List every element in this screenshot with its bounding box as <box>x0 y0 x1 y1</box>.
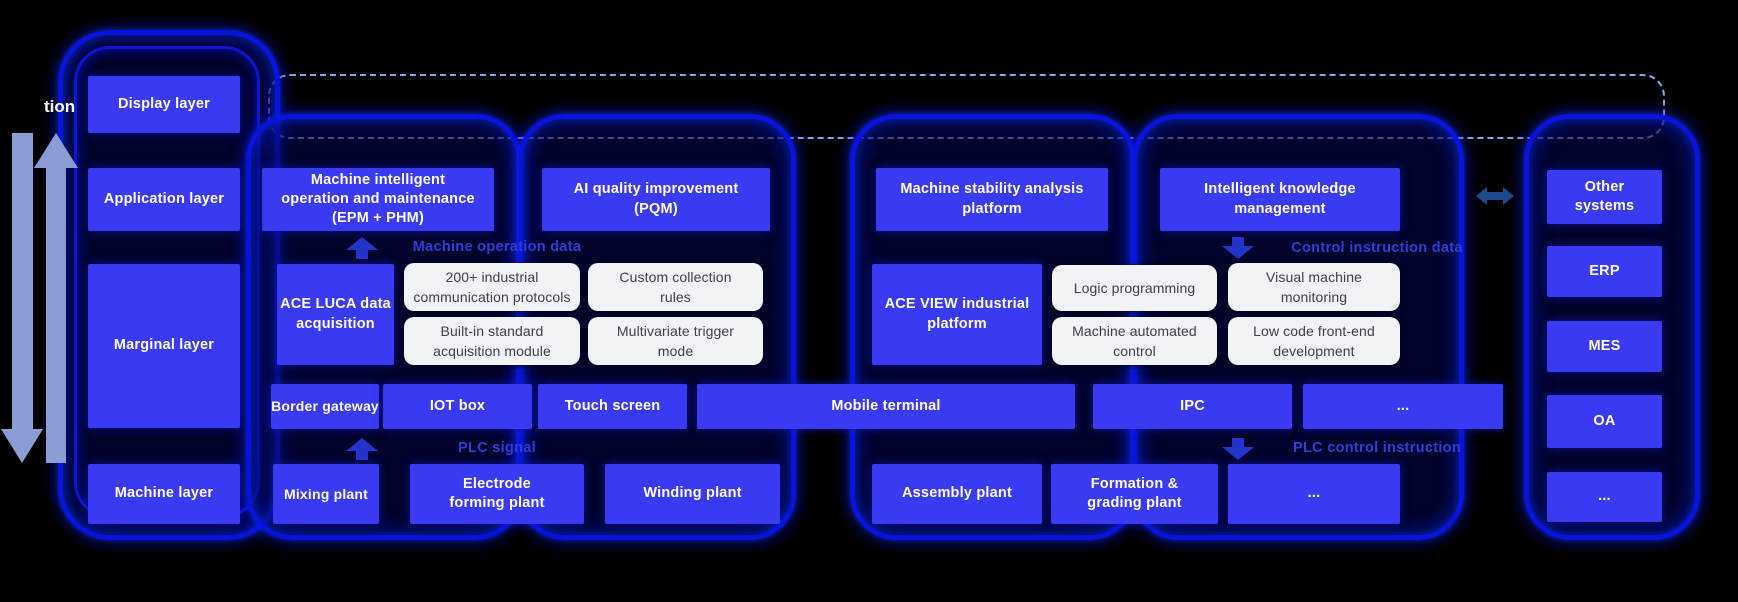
plc-signal-label: PLC signal <box>458 440 536 456</box>
device-more: ... <box>1303 384 1503 429</box>
card-visual-machine-monitoring: Visual machine monitoring <box>1228 263 1400 311</box>
card-low-code-development: Low code front-end development <box>1228 317 1400 365</box>
layer-display: Display layer <box>88 76 240 133</box>
device-border-gateway: Border gateway <box>271 384 379 429</box>
external-other-systems: Other systems <box>1547 170 1662 224</box>
layer-application: Application layer <box>88 168 240 231</box>
external-more: ... <box>1547 472 1662 522</box>
up-arrow-icon <box>34 133 78 463</box>
machine-mixing-plant: Mixing plant <box>273 464 379 524</box>
device-touch-screen: Touch screen <box>538 384 687 429</box>
layer-machine: Machine layer <box>88 464 240 524</box>
bidirectional-arrow-icon <box>1476 185 1514 207</box>
app-knowledge-management: Intelligent knowledge management <box>1160 168 1400 231</box>
clipped-edge-label: tion <box>44 97 76 116</box>
flow-up-arrow-icon <box>346 237 378 259</box>
ace-view-industrial-platform: ACE VIEW industrial platform <box>872 264 1042 365</box>
card-multivariate-trigger-mode: Multivariate trigger mode <box>588 317 763 365</box>
card-logic-programming: Logic programming <box>1052 265 1217 311</box>
layer-marginal: Marginal layer <box>88 264 240 428</box>
control-instruction-data-label: Control instruction data <box>1291 240 1463 256</box>
card-builtin-acquisition-module: Built-in standard acquisition module <box>404 317 580 365</box>
machine-winding-plant: Winding plant <box>605 464 780 524</box>
down-arrow-icon <box>0 133 44 463</box>
device-mobile-terminal: Mobile terminal <box>697 384 1075 429</box>
external-erp: ERP <box>1547 246 1662 297</box>
app-epm-phm: Machine intelligent operation and mainte… <box>262 168 494 231</box>
flow-down-arrow-icon <box>1222 237 1254 259</box>
machine-more: ... <box>1228 464 1400 524</box>
plc-down-arrow-icon <box>1222 438 1254 460</box>
machine-formation-grading-plant: Formation & grading plant <box>1051 464 1218 524</box>
machine-assembly-plant: Assembly plant <box>872 464 1042 524</box>
plc-up-arrow-icon <box>346 438 378 460</box>
ace-luca-data-acquisition: ACE LUCA data acquisition <box>277 264 394 365</box>
machine-electrode-forming-plant: Electrode forming plant <box>410 464 584 524</box>
device-iot-box: IOT box <box>383 384 532 429</box>
plc-control-instruction-label: PLC control instruction <box>1292 440 1461 456</box>
app-stability-platform: Machine stability analysis platform <box>876 168 1108 231</box>
card-machine-automated-control: Machine automated control <box>1052 317 1217 365</box>
card-industrial-protocols: 200+ industrial communication protocols <box>404 263 580 311</box>
machine-operation-data-label: Machine operation data <box>412 239 582 255</box>
external-mes: MES <box>1547 321 1662 372</box>
external-oa: OA <box>1547 395 1662 448</box>
device-ipc: IPC <box>1093 384 1292 429</box>
app-pqm: AI quality improvement (PQM) <box>542 168 770 231</box>
card-custom-collection-rules: Custom collection rules <box>588 263 763 311</box>
